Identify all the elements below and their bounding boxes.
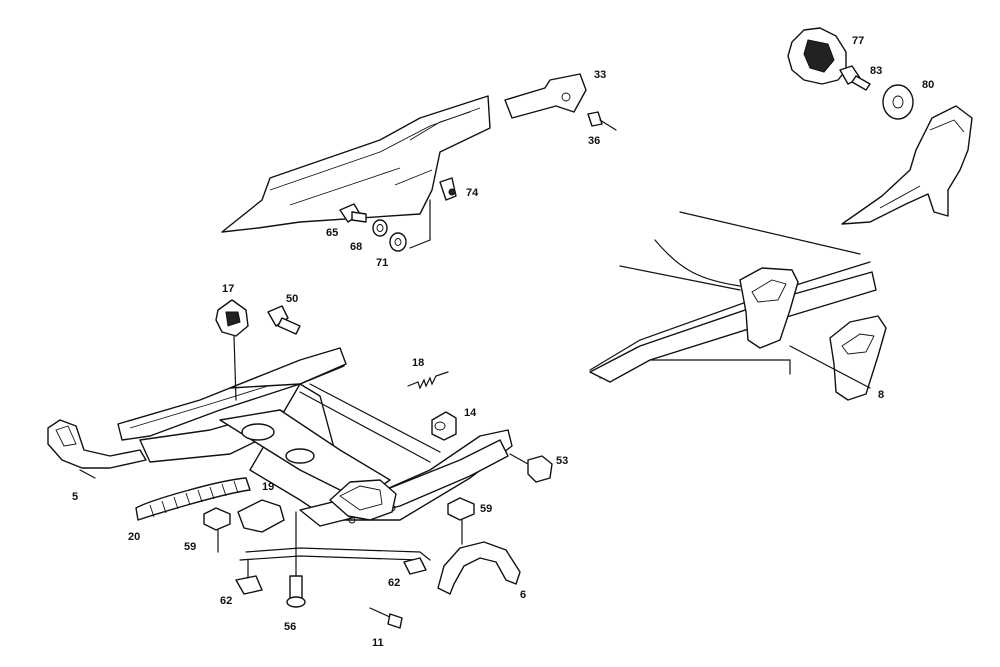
side-cover (841, 105, 973, 225)
callout-11: 11 (372, 637, 384, 649)
callout-50: 50 (286, 293, 298, 305)
nut-59-right (447, 497, 475, 545)
callout-33: 33 (594, 69, 606, 81)
callout-62-left: 62 (220, 595, 232, 607)
callout-53: 53 (556, 455, 568, 467)
clip-62-left (235, 559, 263, 595)
upper-seat-rail (221, 95, 491, 249)
pin-36 (587, 111, 617, 131)
seat-frame (117, 347, 513, 561)
handle-8b (789, 315, 887, 401)
spring-18 (407, 371, 449, 390)
clip-74 (439, 177, 457, 201)
spring-20 (135, 477, 251, 521)
callout-59-right: 59 (480, 503, 492, 515)
cover-19 (237, 499, 285, 533)
callout-74: 74 (466, 187, 479, 199)
callout-20: 20 (128, 531, 140, 543)
bushing-14 (431, 411, 457, 441)
callout-62-right: 62 (388, 577, 400, 589)
callout-59-left: 59 (184, 541, 196, 553)
clip-62-right (403, 557, 427, 575)
handle-8a (739, 267, 799, 349)
callout-80: 80 (922, 79, 934, 91)
callout-6: 6 (520, 589, 526, 601)
callout-36: 36 (588, 135, 600, 147)
callout-14: 14 (464, 407, 477, 419)
callout-17: 17 (222, 283, 234, 295)
lever-5 (47, 419, 147, 479)
callout-56: 56 (284, 621, 296, 633)
knob-77 (787, 27, 847, 85)
rail-bracket-33 (504, 73, 587, 119)
washer-71 (389, 232, 407, 252)
callout-77: 77 (852, 35, 864, 47)
callout-71: 71 (376, 257, 388, 269)
screw-83 (839, 65, 871, 91)
callout-65: 65 (326, 227, 338, 239)
washer-68 (372, 219, 388, 237)
bolt-50 (267, 305, 301, 335)
right-rail-assembly (589, 211, 877, 383)
callout-19: 19 (262, 481, 274, 493)
nut-53 (509, 453, 553, 483)
callout-5: 5 (72, 491, 78, 503)
handle-6 (437, 541, 521, 595)
bolt-56 (286, 511, 306, 608)
nut-59-left (203, 507, 231, 553)
disc-80 (882, 84, 914, 120)
bolt-65 (339, 203, 367, 223)
knob-17 (215, 299, 249, 401)
callout-68: 68 (350, 241, 362, 253)
callout-18: 18 (412, 357, 424, 369)
callout-8: 8 (878, 389, 884, 401)
screw-11 (369, 607, 403, 629)
callout-83: 83 (870, 65, 882, 77)
